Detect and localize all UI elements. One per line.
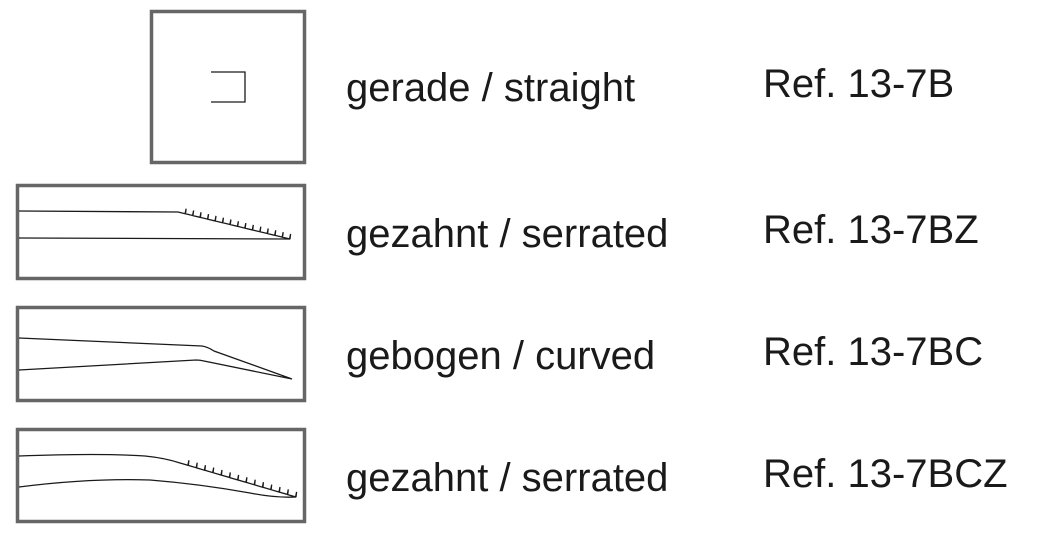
tip-label: gezahnt / serrated: [346, 212, 668, 256]
row-curved: gebogen / curved Ref. 13-7BC: [15, 305, 983, 403]
curved-tip-icon: [18, 337, 293, 380]
row-straight: gerade / straight Ref. 13-7B: [149, 9, 954, 165]
tip-lower-edge: [18, 478, 297, 498]
tip-frame: [15, 183, 307, 281]
row-serrated: gezahnt / serrated Ref. 13-7BZ: [15, 183, 979, 281]
serrated-tip-icon: [18, 208, 292, 240]
row-curved-serrated: gezahnt / serrated Ref. 13-7BCZ: [15, 427, 1008, 524]
ref-number: Ref. 13-7BCZ: [763, 452, 1008, 496]
straight-tip-icon: [211, 71, 246, 103]
ref-number: Ref. 13-7BZ: [763, 208, 979, 252]
curved-serrated-tip-icon: [18, 453, 298, 498]
tip-label: gebogen / curved: [346, 334, 655, 378]
ref-number: Ref. 13-7BC: [763, 330, 983, 374]
tip-frame: [15, 427, 307, 524]
tip-frame: [149, 9, 307, 165]
ref-number: Ref. 13-7B: [763, 62, 954, 106]
tip-label: gezahnt / serrated: [346, 456, 668, 500]
tip-frame: [15, 305, 307, 403]
tip-label: gerade / straight: [346, 66, 635, 110]
tip-lower-edge: [18, 237, 291, 240]
